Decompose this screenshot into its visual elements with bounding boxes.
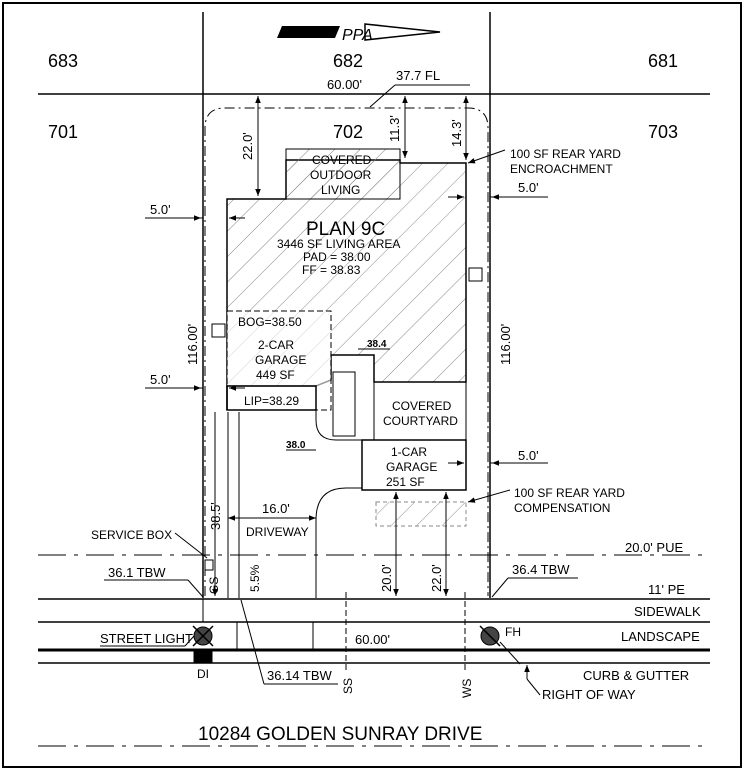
front-38-5-dim: 38.5' (208, 502, 223, 530)
compensation-area (375, 501, 467, 527)
garage-2car (226, 310, 332, 411)
side-right-lower-dim: 5.0' (518, 448, 539, 463)
outdoor-label-1: COVERED (312, 153, 372, 167)
garage-1car (361, 439, 467, 491)
di-label: DI (197, 667, 209, 681)
gas-label: GS (207, 577, 221, 594)
walkway (315, 386, 362, 441)
lot-682: 682 (333, 51, 363, 71)
lot-depth-right: 116.00' (498, 324, 513, 365)
water-label: WS (460, 679, 474, 698)
ff-elevation: FF = 38.83 (302, 263, 361, 277)
drain-inlet-icon (193, 650, 213, 664)
side-right-upper-dim: 5.0' (518, 180, 539, 195)
lot-width-top: 60.00' (327, 77, 362, 92)
outdoor-label-3: LIVING (321, 183, 360, 197)
fire-hydrant-icon (479, 625, 501, 647)
elev-38-0: 38.0 (286, 440, 306, 451)
lot-width-bottom: 60.00' (355, 632, 390, 647)
street-light-label: STREET LIGHT (100, 631, 193, 646)
driveway-width-dim: 16.0' (262, 501, 290, 516)
curb-label: CURB & GUTTER (583, 668, 689, 683)
covered-outdoor-living (285, 148, 401, 200)
rear-14-dim: 14.3' (449, 119, 464, 147)
garage2-area: 449 SF (256, 368, 295, 382)
setback-line (204, 107, 489, 596)
lot-701: 701 (48, 122, 78, 142)
outdoor-label-2: OUTDOOR (310, 168, 372, 182)
slope-label: 5.5% (248, 564, 262, 592)
landscape-label: LANDSCAPE (621, 629, 700, 644)
rear-fl-label: 37.7 FL (396, 68, 440, 83)
courtyard-label-2: COURTYARD (383, 414, 458, 428)
lip-elevation: LIP=38.29 (244, 394, 299, 408)
lot-683: 683 (48, 51, 78, 71)
elev-38-4: 38.4 (367, 339, 387, 350)
pue-label: 20.0' PUE (625, 540, 683, 555)
front-22-dim: 22.0' (429, 564, 444, 592)
encroachment-label-1: 100 SF REAR YARD (510, 147, 621, 161)
garage1-label-2: GARAGE (386, 460, 437, 474)
rear-11-dim: 11.3' (387, 115, 402, 142)
sidewalk-label: SIDEWALK (634, 604, 701, 619)
lot-681: 681 (648, 51, 678, 71)
pad-elevation: PAD = 38.00 (303, 250, 371, 264)
tbw-right-label: 36.4 TBW (512, 562, 570, 577)
bog-elevation: BOG=38.50 (238, 315, 302, 329)
lot-702: 702 (333, 122, 363, 142)
lot-depth-left: 116.00' (185, 324, 200, 365)
service-box (204, 559, 214, 571)
fh-label: FH (505, 625, 521, 639)
pe-label: 11' PE (648, 582, 685, 597)
front-20-dim: 20.0' (379, 564, 394, 592)
plan-name: PLAN 9C (306, 219, 385, 240)
rear-setback-dim: 22.0' (240, 132, 255, 160)
compensation-label-2: COMPENSATION (514, 501, 610, 515)
lot-703: 703 (648, 122, 678, 142)
courtyard-label-1: COVERED (392, 399, 452, 413)
tbw-bottom-label: 36.14 TBW (267, 668, 333, 683)
utility-box-left (211, 323, 226, 338)
street-name: 10284 GOLDEN SUNRAY DRIVE (198, 724, 482, 745)
driveway-label: DRIVEWAY (246, 525, 309, 539)
garage2-label-1: 2-CAR (258, 338, 294, 352)
garage2-label-2: GARAGE (255, 353, 306, 367)
utility-box-right (468, 267, 483, 282)
tbw-left-label: 36.1 TBW (108, 565, 166, 580)
garage1-area: 251 SF (386, 475, 425, 489)
sewer-label: SS (341, 678, 355, 694)
garage1-label-1: 1-CAR (391, 445, 427, 459)
ppa-logo: PPA (277, 23, 441, 44)
service-box-label: SERVICE BOX (91, 528, 172, 542)
living-area: 3446 SF LIVING AREA (277, 237, 400, 251)
street-light-icon (192, 625, 214, 647)
encroachment-label-2: ENCROACHMENT (510, 162, 613, 176)
compensation-label-1: 100 SF REAR YARD (514, 486, 625, 500)
row-label: RIGHT OF WAY (542, 687, 636, 702)
side-left-upper-dim: 5.0' (150, 202, 171, 217)
logo-text: PPA (342, 27, 373, 44)
side-left-lower-dim: 5.0' (150, 372, 171, 387)
